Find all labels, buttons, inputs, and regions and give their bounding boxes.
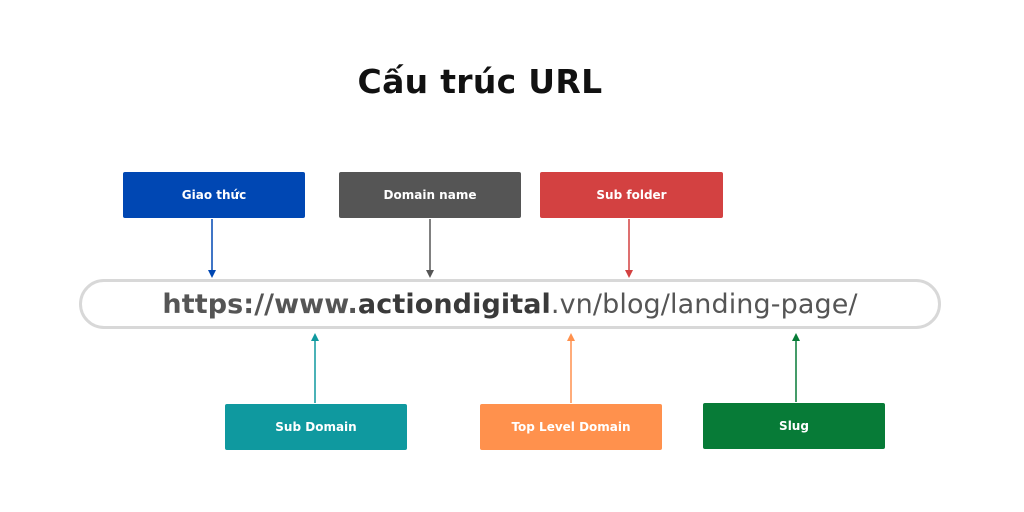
- sub-domain-arrow: [311, 333, 319, 403]
- domain-name-arrow: [426, 219, 434, 278]
- url-slug: landing-page/: [670, 288, 858, 320]
- protocol-label-box: Giao thức: [123, 172, 305, 218]
- sub-domain-label-box: Sub Domain: [225, 404, 407, 450]
- url-domain: actiondigital: [357, 288, 551, 320]
- domain-name-label: Domain name: [383, 188, 477, 202]
- protocol-arrow: [208, 219, 216, 278]
- url-subdomain: www.: [274, 288, 358, 320]
- url-protocol: https://: [162, 288, 275, 320]
- url-subfolder: /blog/: [592, 288, 670, 320]
- tld-label: Top Level Domain: [511, 420, 631, 434]
- slug-label-box: Slug: [703, 403, 885, 449]
- url-bar: https://www.actiondigital.vn/blog/landin…: [79, 279, 941, 329]
- protocol-label: Giao thức: [181, 188, 247, 202]
- sub-domain-label: Sub Domain: [275, 420, 357, 434]
- tld-arrow: [567, 333, 575, 403]
- sub-folder-label-box: Sub folder: [540, 172, 723, 218]
- url-tld: .vn: [550, 288, 593, 320]
- sub-folder-label: Sub folder: [596, 188, 667, 202]
- tld-label-box: Top Level Domain: [480, 404, 662, 450]
- domain-name-label-box: Domain name: [339, 172, 521, 218]
- diagram-title: Cấu trúc URL: [357, 62, 603, 101]
- slug-arrow: [792, 333, 800, 402]
- slug-label: Slug: [779, 419, 809, 433]
- sub-folder-arrow: [625, 219, 633, 278]
- url-text: https://www.actiondigital.vn/blog/landin…: [162, 289, 857, 320]
